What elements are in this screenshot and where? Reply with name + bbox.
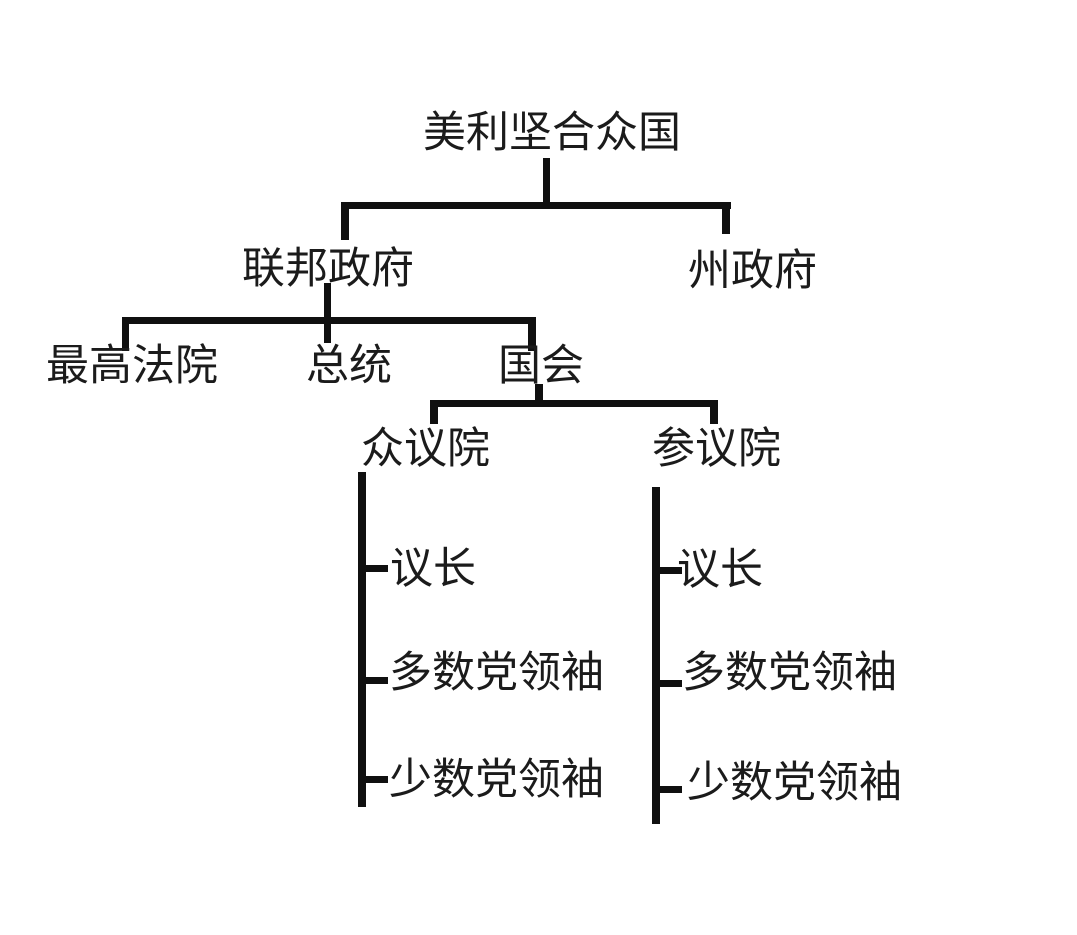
connector-house-tick-majority: [366, 677, 388, 684]
connector-level2-left-drop: [341, 202, 349, 240]
node-state-government: 州政府: [688, 247, 817, 295]
node-senate-majority-leader: 多数党领袖: [682, 649, 897, 697]
connector-level3-right-drop: [528, 317, 536, 351]
node-senate: 参议院: [652, 425, 781, 473]
node-house-minority-leader: 少数党领袖: [389, 756, 604, 804]
connector-senate-tick-speaker: [660, 567, 682, 574]
connector-level4-right-drop: [710, 400, 718, 424]
node-house-majority-leader: 多数党领袖: [389, 649, 604, 697]
node-usa-root: 美利坚合众国: [423, 109, 681, 157]
connector-level2-bar: [341, 202, 731, 209]
connector-level3-bar: [122, 317, 534, 324]
node-house-speaker: 议长: [390, 545, 476, 593]
connector-level3-left-drop: [122, 317, 129, 351]
connector-level4-bar: [430, 400, 718, 407]
connector-house-tick-speaker: [366, 565, 388, 572]
node-congress: 国会: [498, 342, 584, 390]
node-president: 总统: [306, 342, 392, 390]
connector-senate-tick-majority: [660, 680, 682, 687]
connector-senate-spine: [652, 487, 660, 824]
connector-level2-right-drop: [722, 202, 730, 234]
connector-house-tick-minority: [366, 776, 388, 783]
node-senate-minority-leader: 少数党领袖: [687, 759, 902, 807]
connector-congress-drop: [535, 384, 543, 406]
connector-federal-drop: [324, 283, 331, 343]
node-supreme-court: 最高法院: [46, 342, 218, 390]
connector-level4-left-drop: [430, 400, 438, 424]
connector-house-spine: [358, 472, 366, 807]
node-house: 众议院: [361, 425, 490, 473]
connector-senate-tick-minority: [660, 786, 682, 793]
connector-root-drop: [543, 158, 550, 206]
node-senate-speaker: 议长: [677, 546, 763, 594]
